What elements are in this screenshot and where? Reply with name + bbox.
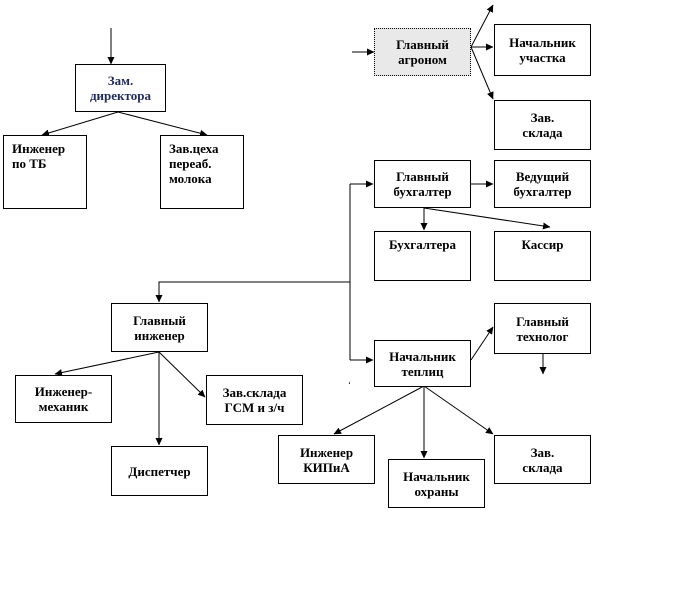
node-zav-milk[interactable]: Зав.цеха переаб. молока xyxy=(160,135,244,209)
node-chief-agronomist[interactable]: Главный агроном xyxy=(374,28,471,76)
node-label: Инженер КИПиА xyxy=(299,444,354,475)
node-label: Начальник участка xyxy=(509,35,576,65)
node-greenhouse-head[interactable]: Начальник теплиц xyxy=(374,340,471,387)
node-label: Главный инженер xyxy=(133,312,186,343)
node-chief-engineer[interactable]: Главный инженер xyxy=(111,303,208,352)
node-cashier[interactable]: Кассир xyxy=(494,231,591,281)
node-label: Зав.цеха переаб. молока xyxy=(169,141,219,186)
arrow-to-engineer-tb xyxy=(41,111,119,137)
node-label: Инженер- механик xyxy=(34,384,93,414)
arrow-to-chief-technologist xyxy=(470,326,494,361)
node-engineer-tb[interactable]: Инженер по ТБ xyxy=(3,135,87,209)
arrow-to-zav-gsm xyxy=(158,351,206,398)
arrow-to-cashier xyxy=(423,207,551,230)
arrow-to-zav-warehouse-bottom xyxy=(423,385,494,435)
node-zam-director[interactable]: Зам. директора xyxy=(75,64,166,112)
node-zav-warehouse-bottom[interactable]: Зав. склада xyxy=(494,435,591,484)
node-label: Начальник теплиц xyxy=(389,348,456,379)
node-mech-engineer[interactable]: Инженер- механик xyxy=(15,375,112,423)
arrow-to-mech-engineer xyxy=(54,351,160,376)
node-label: Зав.склада ГСМ и з/ч xyxy=(222,385,287,415)
node-lead-accountant[interactable]: Ведущий бухгалтер xyxy=(494,160,591,208)
stray-mark: ‘ xyxy=(348,380,351,390)
node-label: Кассир xyxy=(521,237,564,252)
arrow-to-zav-warehouse-top xyxy=(470,46,494,100)
node-zav-gsm[interactable]: Зав.склада ГСМ и з/ч xyxy=(206,375,303,425)
node-label: Зам. директора xyxy=(89,73,151,103)
node-label: Зав. склада xyxy=(522,444,563,475)
node-label: Начальник охраны xyxy=(403,468,470,499)
node-label: Инженер по ТБ xyxy=(12,141,66,171)
node-chief-accountant[interactable]: Главный бухгалтер xyxy=(374,160,471,208)
node-label: Главный технолог xyxy=(516,313,569,344)
node-zav-warehouse-top[interactable]: Зав. склада xyxy=(494,100,591,150)
node-label: Диспетчер xyxy=(128,463,191,479)
node-label: Ведущий бухгалтер xyxy=(513,169,572,199)
arrow-to-chief-engineer xyxy=(155,281,350,303)
node-label: Главный агроном xyxy=(396,37,449,67)
arrow-to-zav-milk xyxy=(117,111,208,137)
node-label: Бухгалтера xyxy=(389,237,456,252)
node-label: Зав. склада xyxy=(522,110,563,140)
node-label: Главный бухгалтер xyxy=(393,169,452,199)
node-section-head[interactable]: Начальник участка xyxy=(494,24,591,76)
node-engineer-kip[interactable]: Инженер КИПиА xyxy=(278,435,375,484)
arrow-offpage-top xyxy=(470,4,494,48)
node-security-head[interactable]: Начальник охраны xyxy=(388,459,485,508)
node-dispatcher[interactable]: Диспетчер xyxy=(111,446,208,496)
arrow-to-engineer-kip xyxy=(333,385,425,435)
node-chief-technologist[interactable]: Главный технолог xyxy=(494,303,591,354)
node-accountants[interactable]: Бухгалтера xyxy=(374,231,471,281)
